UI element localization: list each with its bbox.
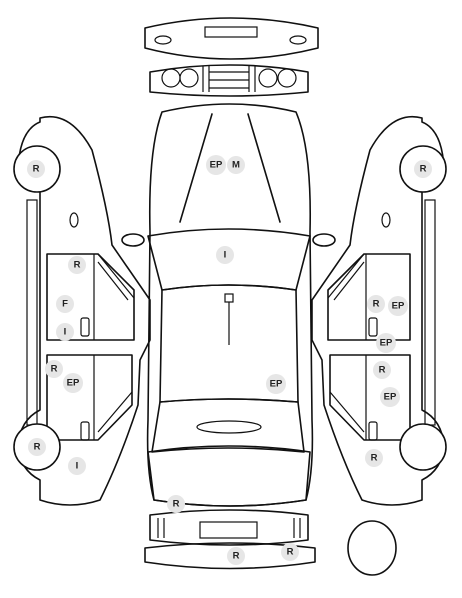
damage-marker-left-rear-door-ep: EP	[63, 373, 83, 393]
damage-marker-right-front-door-r: R	[367, 295, 385, 313]
damage-marker-left-front-wheel-r: R	[27, 160, 45, 178]
damage-marker-code: R	[173, 499, 180, 510]
damage-marker-badge	[266, 374, 286, 394]
damage-marker-badge	[365, 449, 383, 467]
car-body-top-view	[121, 103, 336, 507]
damage-marker-right-front-door-ep: EP	[388, 296, 408, 316]
damage-marker-badge	[206, 155, 226, 175]
damage-marker-code: F	[62, 299, 68, 310]
damage-marker-code: EP	[380, 338, 393, 349]
damage-marker-badge	[216, 246, 234, 264]
damage-marker-badge	[56, 323, 74, 341]
damage-marker-code: I	[76, 461, 79, 472]
damage-marker-right-rear-door-ep: EP	[380, 387, 400, 407]
damage-marker-code: EP	[210, 160, 223, 171]
damage-marker-code: R	[373, 299, 380, 310]
damage-marker-code: R	[287, 547, 294, 558]
damage-marker-code: R	[420, 164, 427, 175]
damage-marker-badge	[27, 160, 45, 178]
damage-marker-badge	[380, 387, 400, 407]
damage-marker-left-front-door-r: R	[68, 256, 86, 274]
damage-marker-rear-bumper-r-right: R	[281, 543, 299, 561]
damage-marker-badge	[227, 547, 245, 565]
damage-marker-left-rear-wheel-r: R	[28, 438, 46, 456]
damage-marker-left-rear-door-r: R	[45, 360, 63, 378]
damage-marker-code: R	[379, 365, 386, 376]
damage-marker-badge	[367, 295, 385, 313]
rear-bumper	[144, 509, 316, 570]
damage-marker-code: R	[371, 453, 378, 464]
damage-marker-badge	[414, 160, 432, 178]
damage-marker-left-front-door-i: I	[56, 323, 74, 341]
damage-marker-windshield-i: I	[216, 246, 234, 264]
damage-marker-badge	[28, 438, 46, 456]
damage-marker-right-pillar-ep: EP	[376, 333, 396, 353]
damage-marker-code: R	[51, 364, 58, 375]
damage-markers: EP M I R R F I R EP R I EP R R EP EP R EP R R R R	[27, 155, 432, 565]
damage-marker-hood-ep: EP	[206, 155, 226, 175]
damage-marker-code: R	[74, 260, 81, 271]
damage-marker-code: I	[224, 250, 227, 261]
damage-marker-badge	[68, 457, 86, 475]
damage-marker-code: EP	[270, 379, 283, 390]
damage-marker-badge	[373, 361, 391, 379]
front-grille	[149, 64, 309, 97]
damage-marker-code: EP	[67, 378, 80, 389]
damage-marker-code: R	[233, 551, 240, 562]
damage-marker-badge	[376, 333, 396, 353]
damage-marker-right-front-wheel-r: R	[414, 160, 432, 178]
damage-marker-trunk-r: R	[167, 495, 185, 513]
damage-marker-badge	[227, 156, 245, 174]
damage-marker-code: R	[34, 442, 41, 453]
damage-marker-right-rear-door-r: R	[373, 361, 391, 379]
damage-marker-badge	[167, 495, 185, 513]
front-bumper	[144, 17, 319, 60]
damage-marker-badge	[63, 373, 83, 393]
damage-marker-roof-ep: EP	[266, 374, 286, 394]
damage-marker-code: R	[33, 164, 40, 175]
damage-marker-left-front-door-f: F	[56, 295, 74, 313]
damage-marker-badge	[45, 360, 63, 378]
damage-marker-badge	[56, 295, 74, 313]
spare-wheel	[347, 520, 397, 576]
damage-marker-left-rear-quarter-i: I	[68, 457, 86, 475]
damage-marker-code: EP	[384, 392, 397, 403]
damage-marker-rear-bumper-r-left: R	[227, 547, 245, 565]
damage-marker-hood-m: M	[227, 156, 245, 174]
damage-marker-badge	[68, 256, 86, 274]
damage-marker-badge	[388, 296, 408, 316]
damage-marker-right-rear-quarter-r: R	[365, 449, 383, 467]
damage-marker-code: I	[64, 327, 67, 338]
damage-marker-code: M	[232, 160, 240, 171]
damage-marker-badge	[281, 543, 299, 561]
damage-marker-code: EP	[392, 301, 405, 312]
